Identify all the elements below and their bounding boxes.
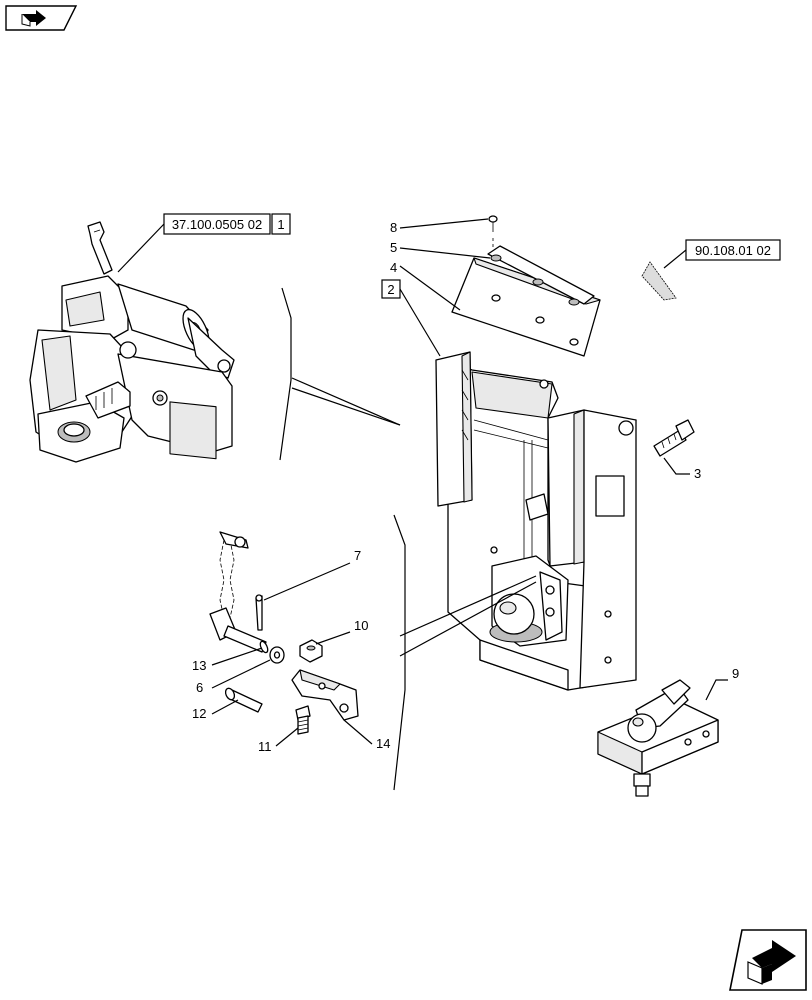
- callout-10: 10: [354, 618, 368, 633]
- callout-leaders: [211, 218, 728, 747]
- bracket-14: [291, 669, 359, 721]
- back-arrow-icon: [21, 10, 46, 27]
- bolt-11: [295, 705, 311, 735]
- frame-ref-box-number: 2: [387, 282, 394, 297]
- callout-14: 14: [376, 736, 390, 751]
- assembly-ref-box-number: 1: [277, 217, 284, 232]
- view-divider-lines: [279, 287, 406, 791]
- callout-11: 11: [258, 739, 272, 754]
- callout-8: 8: [390, 220, 397, 235]
- forward-nav-button[interactable]: [729, 929, 807, 991]
- decal-patch: [641, 249, 687, 301]
- hitch-frame: [435, 351, 637, 691]
- lanyard-pin-13: [209, 531, 269, 654]
- detail-leader-lines: [399, 575, 537, 657]
- sheet-ref-code: 90.108.01 02: [695, 243, 771, 258]
- wear-plate-group: [451, 215, 601, 357]
- assembly-ref-code: 37.100.0505 02: [172, 217, 262, 232]
- callout-5: 5: [390, 240, 397, 255]
- ball-hitch-unit-9: [597, 679, 719, 797]
- frame-reference[interactable]: 2: [381, 279, 441, 357]
- callout-4: 4: [390, 260, 397, 275]
- clip-7: [255, 594, 263, 631]
- callout-7: 7: [354, 548, 361, 563]
- forward-arrow-icon: [747, 940, 796, 985]
- sheet-reference[interactable]: 90.108.01 02: [685, 239, 781, 261]
- callout-6: 6: [196, 680, 203, 695]
- bolt-3: [653, 419, 695, 457]
- pickup-hitch-assembly: [29, 221, 235, 463]
- callout-labels: 8 5 4 3 7 10 13 6 12 11 14 9: [192, 220, 739, 754]
- callout-3: 3: [694, 466, 701, 481]
- pin-12: [224, 687, 263, 713]
- nut-10: [299, 639, 323, 663]
- washer-6: [269, 646, 285, 664]
- callout-9: 9: [732, 666, 739, 681]
- assembly-reference[interactable]: 37.100.0505 02 1: [117, 213, 291, 273]
- callout-12: 12: [192, 706, 206, 721]
- back-nav-button[interactable]: [5, 5, 78, 31]
- callout-13: 13: [192, 658, 206, 673]
